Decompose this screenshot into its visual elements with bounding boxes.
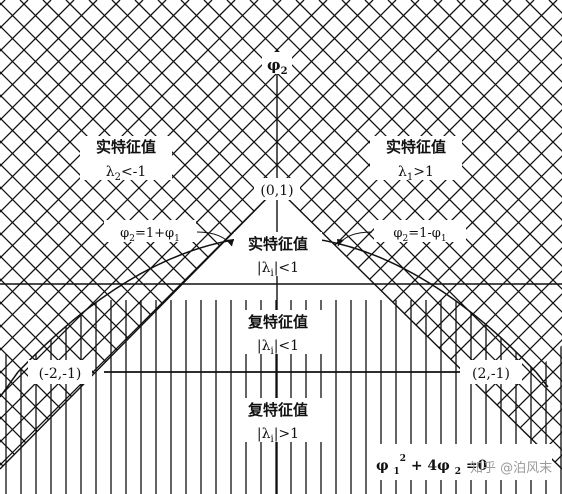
hatch-line (0, 0, 101, 469)
region-top-right-condition: λ1>1 (398, 164, 434, 183)
hatch-line (88, 0, 277, 469)
left-boundary-equation: φ2=1+φ1 (120, 226, 180, 244)
hatch-line (0, 0, 100, 494)
hatch-line (277, 0, 562, 469)
region-bottom-title: 复特征值 (247, 401, 308, 419)
right-pointer-arrow-icon (337, 239, 344, 246)
hatch-line (0, 0, 262, 469)
watermark-text: 知乎 @泊风末 (470, 460, 552, 476)
hatch-line (277, 0, 562, 469)
hatch-line (0, 0, 277, 469)
hatch-line (65, 0, 277, 469)
hatch-line (0, 0, 277, 469)
hatch-line (0, 0, 277, 469)
hatch-line (0, 0, 261, 494)
region-bottom-condition: |λi|>1 (257, 426, 299, 445)
hatch-line (456, 0, 562, 469)
hatch-line (277, 0, 466, 469)
hatch-line (387, 0, 562, 469)
region-inner-top-title: 实特征值 (248, 235, 308, 253)
hatch-line (0, 0, 123, 494)
hatch-line (277, 0, 562, 469)
hatch-line (410, 0, 562, 469)
hatch-line (0, 0, 216, 469)
hatch-line (277, 0, 562, 469)
hatch-line (0, 0, 277, 469)
triangle-left-edge (0, 187, 278, 470)
region-inner-top-condition: |λi|<1 (257, 260, 299, 279)
hatch-line (364, 0, 562, 469)
hatch-line (277, 0, 374, 469)
hatch-line (0, 0, 277, 469)
hatch-line (0, 0, 277, 469)
hatch-line (277, 0, 562, 469)
hatch-line (433, 0, 562, 469)
region-top-left-condition: λ2<-1 (106, 164, 147, 183)
hatch-line (277, 0, 562, 469)
hatch-line (277, 0, 397, 469)
right-boundary-equation: φ2=1-φ1 (393, 226, 446, 244)
hatch-line (277, 0, 562, 469)
hatch-line (277, 0, 512, 469)
hatch-line (0, 0, 213, 469)
hatch-line (157, 0, 277, 469)
hatch-line (277, 0, 562, 469)
hatch-line (0, 0, 277, 469)
hatch-line (480, 0, 562, 494)
region-top-left-title: 实特征值 (96, 138, 156, 156)
hatch-line (0, 0, 190, 469)
hatch-line (277, 0, 443, 469)
hatch-line (0, 0, 215, 494)
hatch-line (0, 0, 167, 469)
hatch-line (430, 0, 562, 469)
hatch-line (0, 0, 259, 469)
hatch-line (277, 0, 562, 469)
hatch-line (318, 0, 562, 469)
hatch-line (476, 0, 562, 469)
hatch-line (277, 0, 562, 469)
hatch-line (0, 0, 277, 469)
hatch-line (295, 0, 562, 469)
hatch-line (180, 0, 277, 469)
hatch-line (42, 0, 277, 469)
region-top-right-title: 实特征值 (386, 138, 446, 156)
region-inner-mid-title: 复特征值 (247, 313, 308, 331)
parabola-left-tail (0, 371, 19, 398)
parabola-equation: φ 1 2 + 4φ 2 =0 (376, 449, 488, 478)
hatch-line (0, 0, 277, 469)
hatch-line (0, 0, 236, 469)
triangle-right-edge (276, 187, 562, 470)
hatch-line (277, 0, 562, 469)
hatch-line (111, 0, 277, 469)
left-pointer-arrow-icon (226, 239, 234, 246)
apex-point-label: (0,1) (260, 183, 293, 199)
left-point-label: (-2,-1) (39, 366, 82, 382)
parabola-right-tail (535, 371, 549, 388)
right-point-label: (2,-1) (472, 366, 510, 382)
region-inner-mid-condition: |λi|<1 (257, 338, 299, 357)
phi2-axis-label: φ2 (267, 56, 288, 77)
hatch-line (277, 0, 562, 469)
hatch-line (0, 0, 98, 469)
hatch-line (0, 0, 277, 469)
hatch-line (0, 0, 277, 469)
hatch-line (277, 0, 562, 469)
hatch-line (0, 0, 277, 469)
hatch-line (479, 0, 562, 469)
hatch-line (0, 0, 124, 469)
hatch-line (341, 0, 562, 469)
hatch-line (0, 0, 144, 469)
hatch-line (0, 0, 121, 469)
hatch-line (134, 0, 277, 469)
hatch-line (453, 0, 562, 469)
svg-text:φ 1 2 + 4φ: φ 1 2 + 4φ 2 =0 (376, 449, 488, 478)
hatch-line (277, 0, 420, 469)
hatch-line (277, 0, 489, 469)
